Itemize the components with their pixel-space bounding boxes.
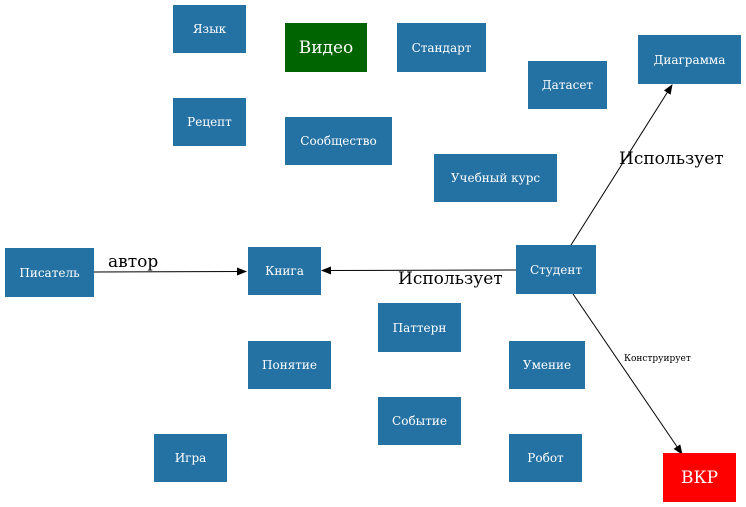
edge-student-book: [321, 266, 517, 275]
node-dataset[interactable]: Датасет: [528, 61, 607, 109]
edge-label-uses-diagram: Использует: [619, 149, 724, 169]
edge-student-vkr: [572, 293, 683, 455]
node-writer[interactable]: Писатель: [5, 248, 94, 297]
node-game[interactable]: Игра: [154, 434, 227, 482]
node-language[interactable]: Язык: [173, 5, 246, 53]
node-skill[interactable]: Умение: [509, 341, 585, 389]
node-video[interactable]: Видео: [285, 23, 367, 72]
node-community[interactable]: Сообщество: [285, 117, 392, 165]
node-standard[interactable]: Стандарт: [397, 23, 486, 72]
node-robot[interactable]: Робот: [509, 434, 582, 482]
node-course[interactable]: Учебный курс: [434, 154, 557, 202]
node-book[interactable]: Книга: [248, 247, 321, 295]
node-event[interactable]: Событие: [378, 397, 461, 445]
node-diagram[interactable]: Диаграмма: [638, 35, 741, 84]
node-recipe[interactable]: Рецепт: [173, 98, 246, 146]
edge-label-author: автор: [108, 252, 159, 272]
node-vkr[interactable]: ВКР: [663, 453, 736, 502]
node-concept[interactable]: Понятие: [248, 341, 331, 389]
node-student[interactable]: Студент: [516, 245, 596, 294]
edge-student-diagram: [570, 84, 673, 246]
node-pattern[interactable]: Паттерн: [378, 303, 461, 352]
edge-writer-book: [92, 267, 247, 276]
edge-label-uses-book: Использует: [398, 269, 503, 289]
edge-label-constructs: Конструирует: [624, 354, 691, 364]
